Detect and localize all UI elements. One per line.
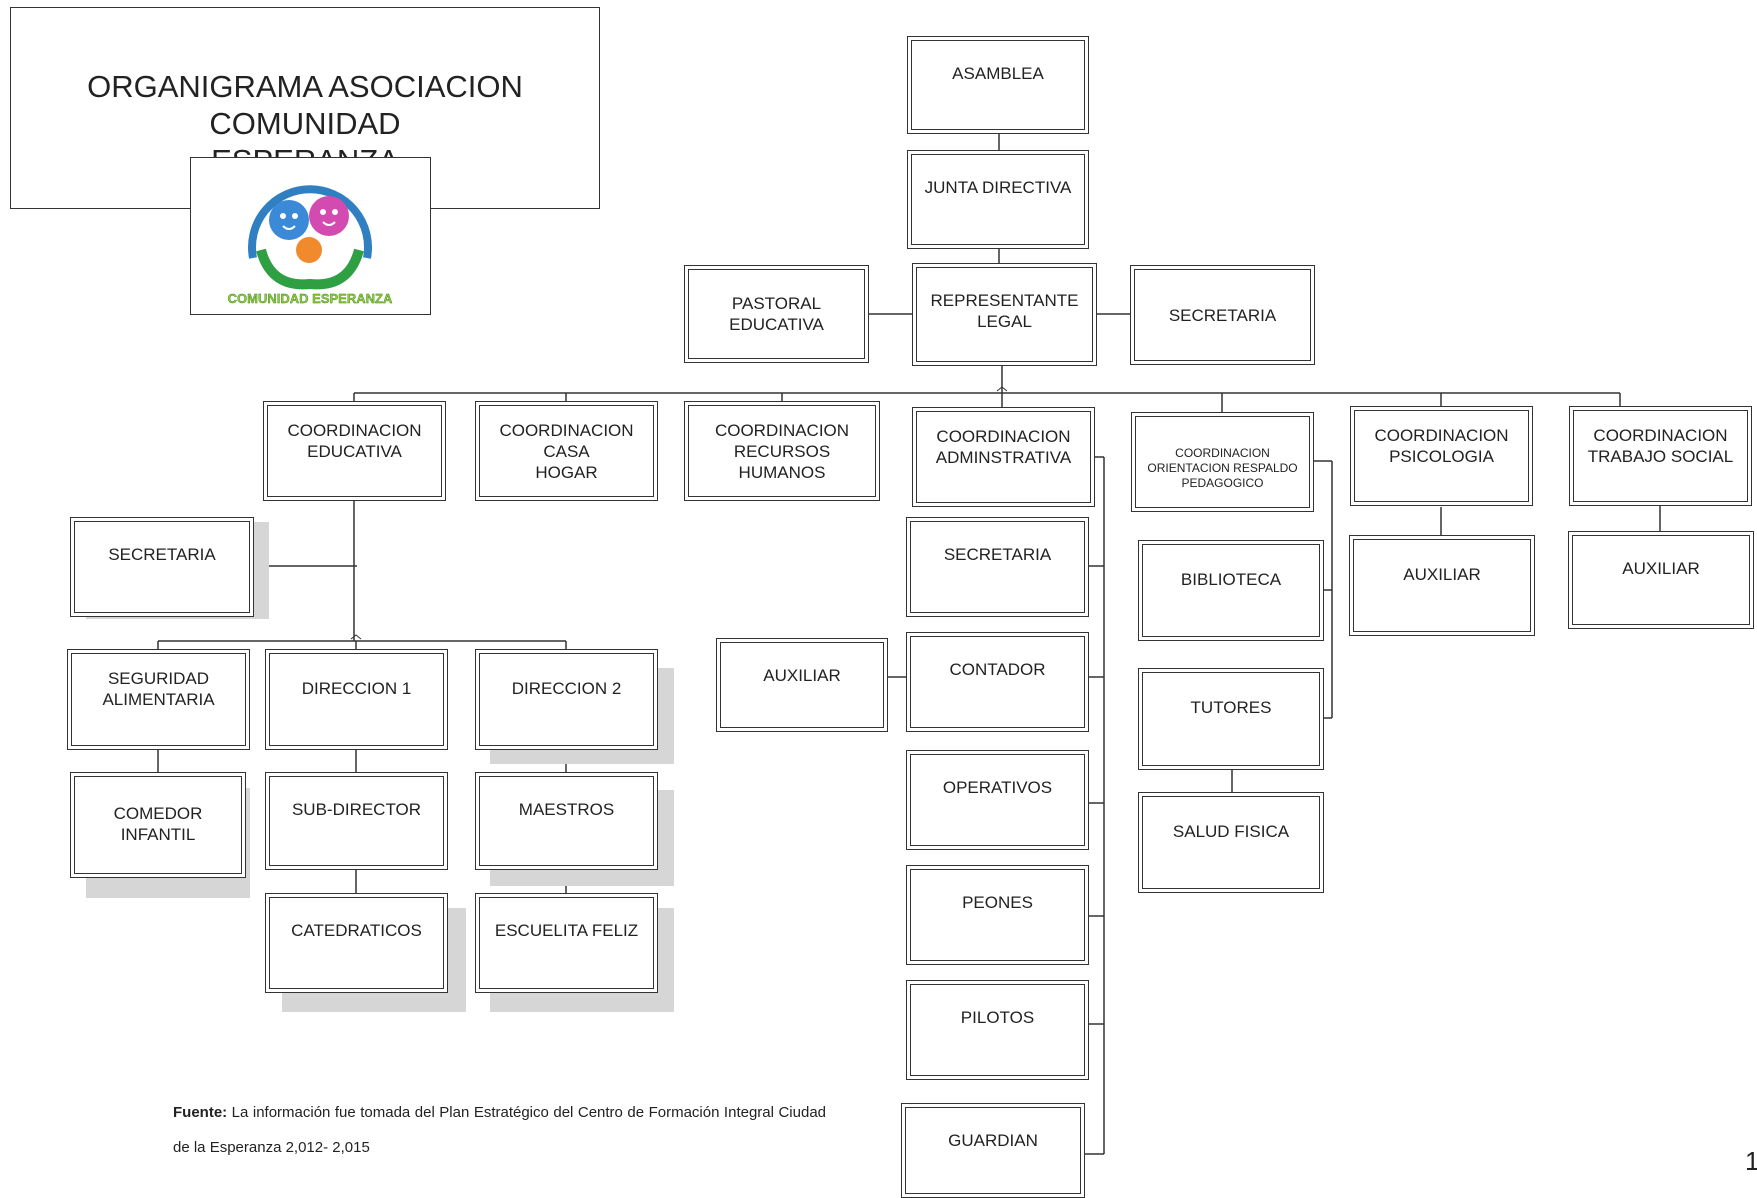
node-tutores: TUTORES — [1138, 668, 1324, 770]
node-escuelita-feliz: ESCUELITA FELIZ — [475, 893, 658, 993]
node-sub-director: SUB-DIRECTOR — [265, 772, 448, 870]
node-peones: PEONES — [906, 865, 1089, 965]
node-catedraticos: CATEDRATICOS — [265, 893, 448, 993]
logo-box: COMUNIDAD ESPERANZA — [190, 157, 431, 315]
node-coord-trabajo-social: COORDINACION TRABAJO SOCIAL — [1569, 406, 1752, 506]
node-coord-rrhh: COORDINACION RECURSOS HUMANOS — [684, 401, 880, 501]
node-representante-legal: REPRESENTANTE LEGAL — [912, 263, 1097, 366]
node-junta-directiva: JUNTA DIRECTIVA — [907, 150, 1089, 249]
node-pastoral-educativa: PASTORAL EDUCATIVA — [684, 265, 869, 363]
node-coord-administrativa: COORDINACION ADMINSTRATIVA — [912, 407, 1095, 507]
source-text: La información fue tomada del Plan Estra… — [173, 1104, 826, 1156]
node-secretaria-general: SECRETARIA — [1130, 265, 1315, 365]
node-asamblea: ASAMBLEA — [907, 36, 1089, 134]
page-number: 1 — [1745, 1146, 1757, 1176]
node-contador: CONTADOR — [906, 632, 1089, 732]
node-coord-casa-hogar: COORDINACION CASA HOGAR — [475, 401, 658, 501]
source-note: Fuente: La información fue tomada del Pl… — [173, 1095, 826, 1165]
node-comedor-infantil: COMEDOR INFANTIL — [70, 772, 246, 878]
logo-caption: COMUNIDAD ESPERANZA — [228, 291, 393, 306]
node-coord-psicologia: COORDINACION PSICOLOGIA — [1350, 406, 1533, 506]
source-label: Fuente: — [173, 1104, 228, 1121]
node-salud-fisica: SALUD FISICA — [1138, 792, 1324, 893]
node-seguridad-alimentaria: SEGURIDAD ALIMENTARIA — [67, 649, 250, 750]
node-secretaria-educativa: SECRETARIA — [70, 517, 254, 617]
node-biblioteca: BIBLIOTECA — [1138, 540, 1324, 641]
node-guardian: GUARDIAN — [901, 1103, 1085, 1198]
two-children-hands-logo-icon: COMUNIDAD ESPERANZA — [227, 185, 393, 306]
node-auxiliar-trabajo-social: AUXILIAR — [1568, 531, 1754, 629]
node-auxiliar-contador: AUXILIAR — [716, 638, 888, 732]
node-maestros: MAESTROS — [475, 772, 658, 870]
node-direccion-2: DIRECCION 2 — [475, 649, 658, 750]
node-coord-educativa: COORDINACION EDUCATIVA — [263, 401, 446, 501]
node-operativos: OPERATIVOS — [906, 750, 1089, 850]
node-pilotos: PILOTOS — [906, 980, 1089, 1080]
node-secretaria-admin: SECRETARIA — [906, 517, 1089, 617]
node-coord-orientacion: COORDINACION ORIENTACION RESPALDO PEDAGO… — [1131, 412, 1314, 512]
node-direccion-1: DIRECCION 1 — [265, 649, 448, 750]
node-auxiliar-psicologia: AUXILIAR — [1349, 535, 1535, 636]
